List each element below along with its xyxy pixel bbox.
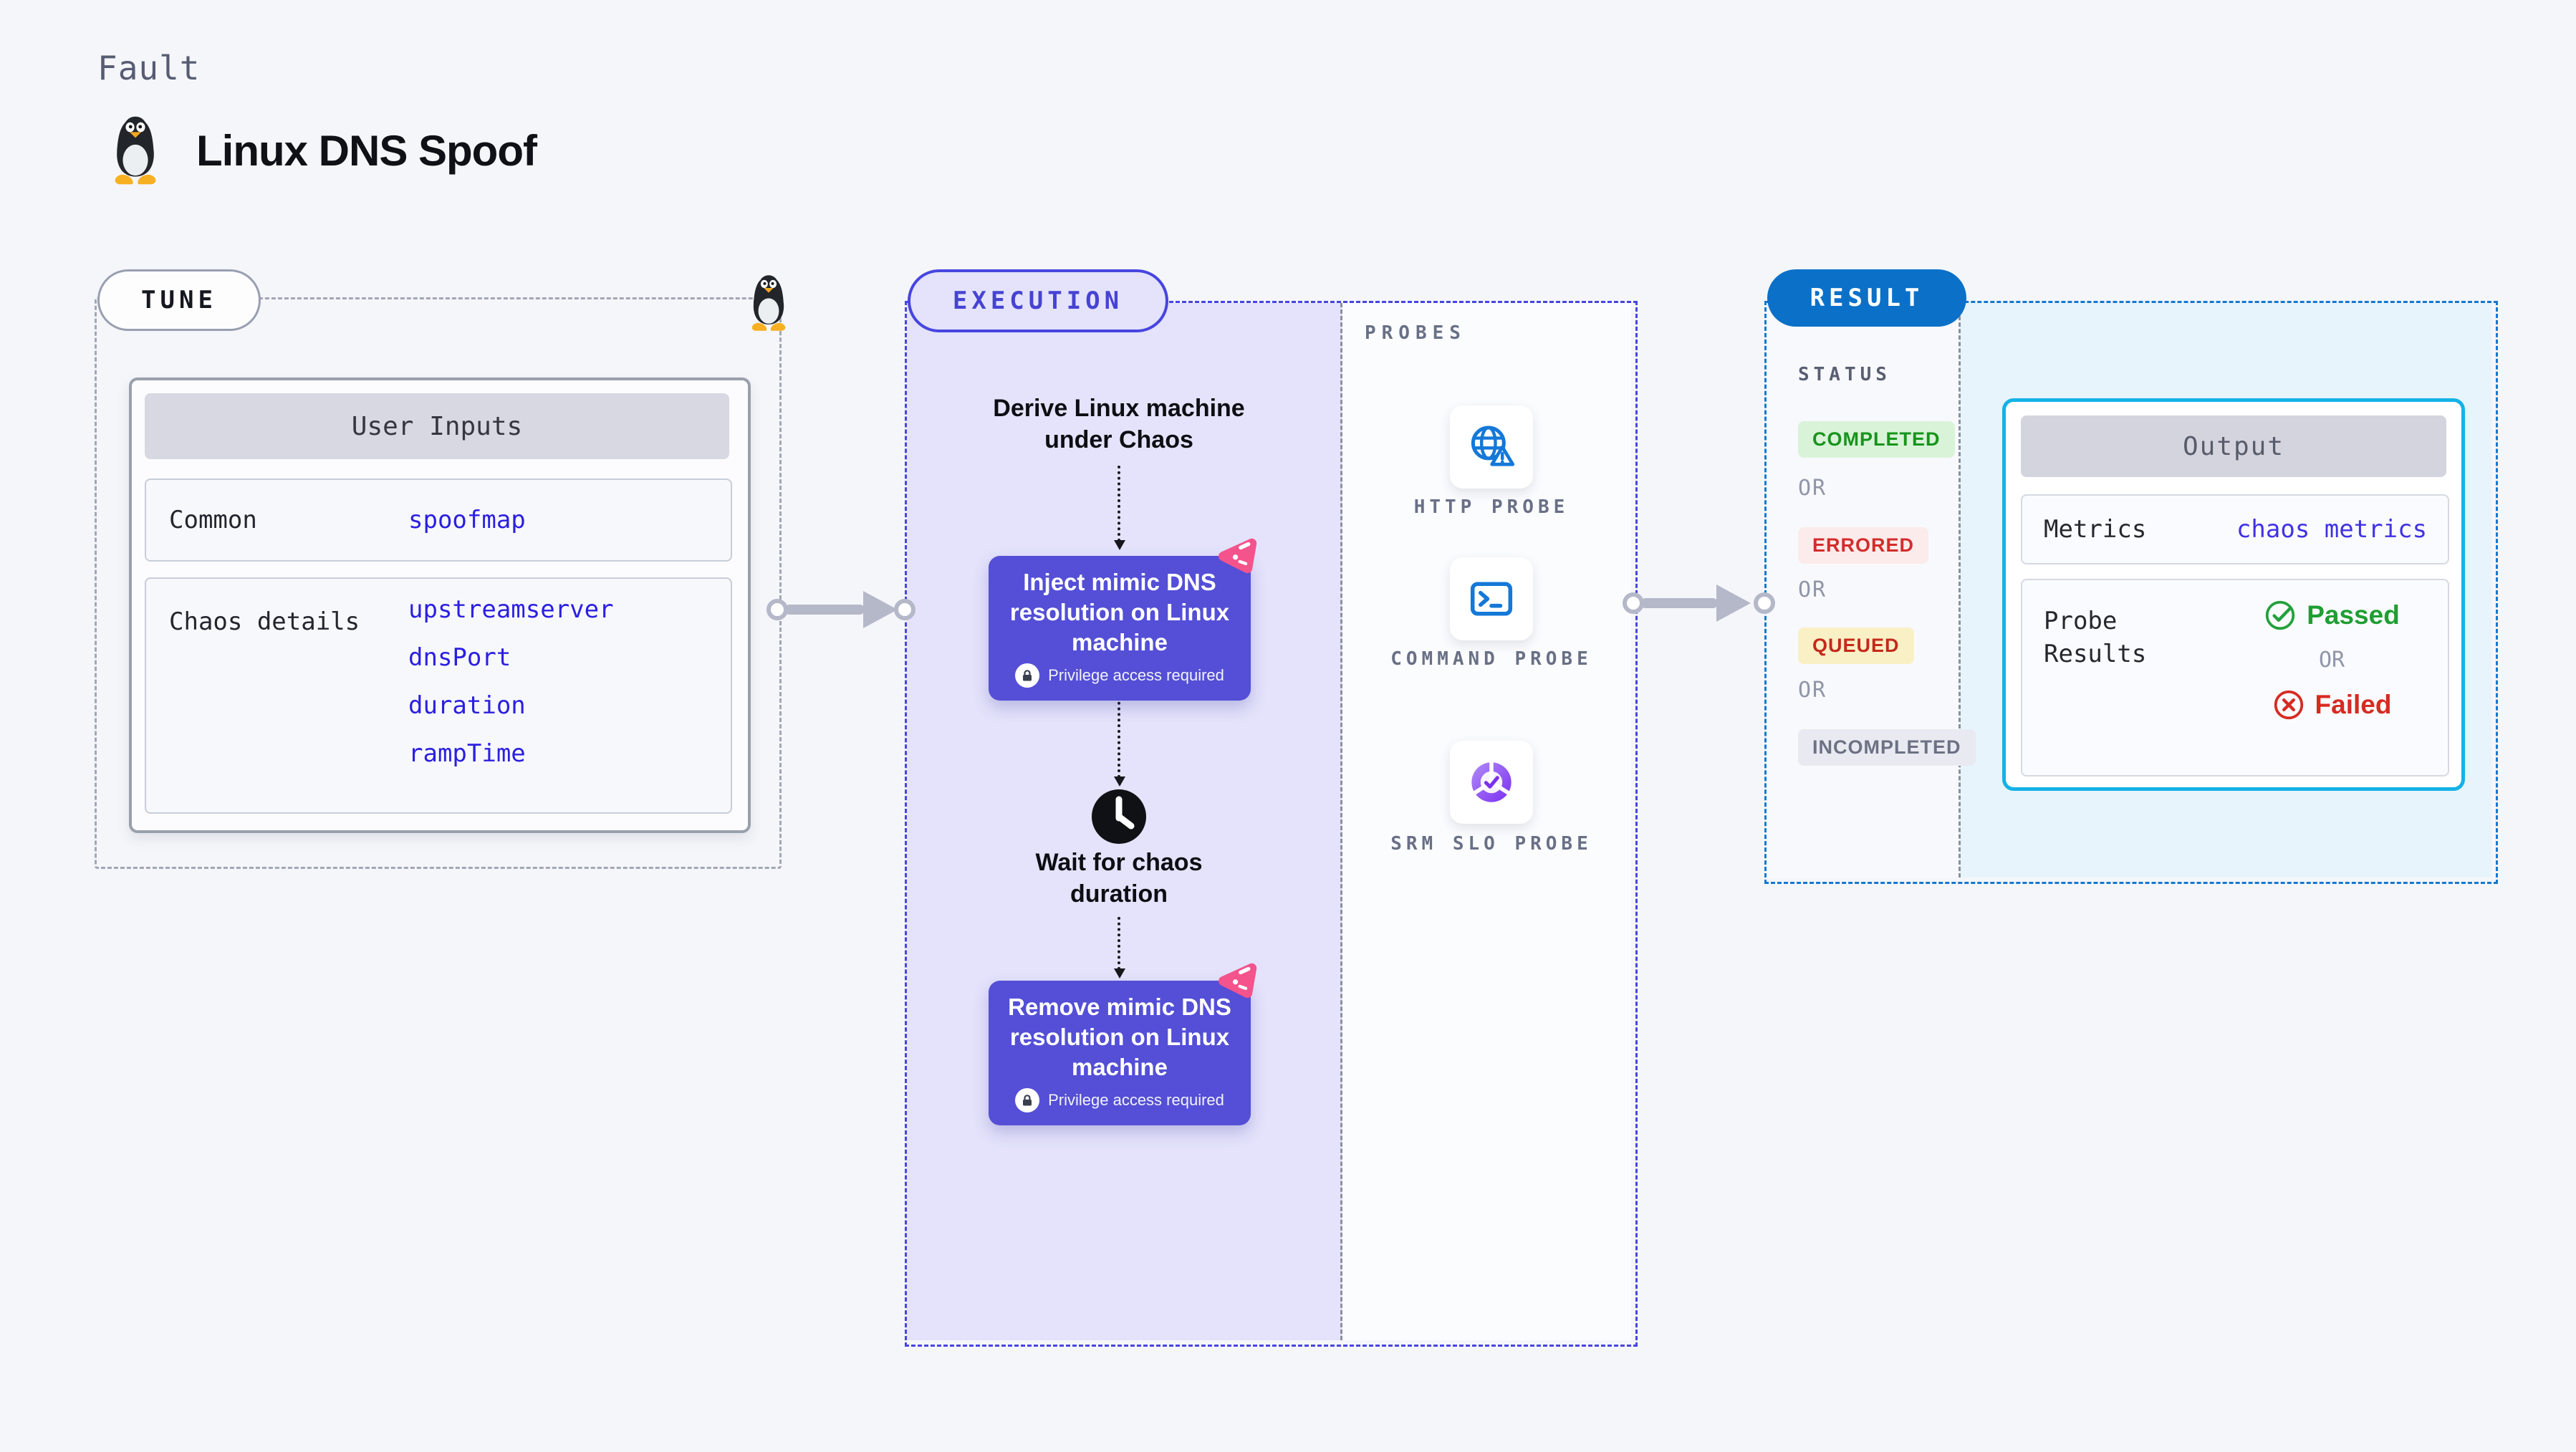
result-section-pill: RESULT: [1767, 269, 1966, 327]
status-badge-errored: ERRORED: [1798, 527, 1929, 564]
globe-alert-icon: [1466, 421, 1517, 473]
http-probe-label: HTTP PROBE: [1413, 496, 1570, 518]
wait-step-label: Wait for chaos duration: [1035, 849, 1203, 908]
input-value: duration: [408, 691, 526, 720]
failed-label: Failed: [2315, 690, 2392, 719]
arrow-end-dot: [894, 599, 915, 620]
srm-slo-probe-label: SRM SLO PROBE: [1390, 833, 1592, 855]
flow-connector: [1114, 917, 1125, 979]
flow-connector: [1114, 691, 1125, 787]
input-value: rampTime: [408, 739, 526, 768]
status-heading: STATUS: [1798, 364, 1891, 385]
clock-icon: [1090, 788, 1148, 845]
probe-results-label: Probe Results: [2044, 607, 2147, 668]
command-probe-card: [1450, 557, 1533, 640]
passed-label: Passed: [2307, 600, 2400, 630]
arrow-shaft: [784, 605, 865, 615]
litmus-chaos-icon: [1216, 537, 1258, 579]
page-title: Linux DNS Spoof: [196, 127, 537, 175]
status-badge-completed: COMPLETED: [1798, 421, 1955, 458]
or-label: OR: [1798, 476, 1827, 501]
lock-icon: [1015, 663, 1040, 688]
command-probe-label: COMMAND PROBE: [1390, 648, 1592, 670]
result-divider: [1959, 303, 1961, 878]
user-inputs-row-common: Common spoofmap: [145, 479, 732, 562]
or-label: OR: [2318, 648, 2345, 673]
row-label: Chaos details: [169, 607, 360, 636]
arrow-start-dot: [766, 599, 788, 620]
privilege-label: Privilege access required: [1048, 666, 1224, 684]
terminal-icon: [1466, 573, 1517, 625]
output-title: Output: [2021, 415, 2446, 477]
probe-results-row: Probe Results Passed OR Failed: [2021, 579, 2449, 777]
arrow-end-dot: [1754, 592, 1775, 614]
node-title: Inject mimic DNS resolution on Linux mac…: [1009, 569, 1230, 655]
execution-probes-divider: [1340, 303, 1342, 1340]
metrics-value: chaos metrics: [2236, 515, 2428, 544]
status-badge-incompleted: INCOMPLETED: [1798, 729, 1976, 766]
arrow-start-dot: [1623, 592, 1644, 614]
litmus-chaos-icon: [1216, 962, 1258, 1004]
tux-penguin-icon: [105, 115, 166, 186]
input-value: spoofmap: [408, 505, 526, 534]
arrow-shaft: [1640, 598, 1718, 608]
http-probe-card: [1450, 405, 1533, 489]
flow-connector: [1114, 466, 1125, 550]
user-inputs-row-chaos-details: Chaos details upstreamserver dnsPort dur…: [145, 577, 732, 814]
input-value: dnsPort: [408, 643, 511, 672]
fault-kicker: Fault: [97, 49, 201, 87]
tune-section-box: [95, 297, 782, 869]
inject-chaos-node: Inject mimic DNS resolution on Linux mac…: [989, 556, 1251, 701]
check-circle-icon: [2264, 599, 2297, 632]
input-value: upstreamserver: [408, 595, 614, 624]
status-badge-queued: QUEUED: [1798, 628, 1914, 664]
privilege-label: Privilege access required: [1048, 1091, 1224, 1109]
metrics-label: Metrics: [2044, 515, 2147, 544]
or-label: OR: [1798, 678, 1827, 703]
tux-penguin-corner-icon: [744, 274, 794, 332]
or-label: OR: [1798, 577, 1827, 602]
execution-section-box: [905, 301, 1638, 1347]
row-label: Common: [169, 506, 257, 534]
user-inputs-title: User Inputs: [145, 393, 729, 459]
lock-icon: [1015, 1088, 1040, 1112]
donut-check-icon: [1466, 756, 1517, 808]
tune-section-pill: TUNE: [97, 269, 261, 331]
metrics-row: Metrics chaos metrics: [2021, 494, 2449, 564]
arrow-head: [1716, 585, 1751, 622]
status-column-background: [1767, 303, 1960, 878]
x-circle-icon: [2272, 688, 2305, 721]
srm-slo-probe-card: [1450, 741, 1533, 824]
arrow-head: [863, 591, 898, 628]
remove-chaos-node: Remove mimic DNS resolution on Linux mac…: [989, 981, 1251, 1125]
probes-heading: PROBES: [1365, 322, 1466, 344]
execution-section-pill: EXECUTION: [908, 269, 1168, 332]
node-title: Remove mimic DNS resolution on Linux mac…: [1008, 994, 1231, 1080]
derive-step-label: Derive Linux machine under Chaos: [993, 395, 1245, 453]
